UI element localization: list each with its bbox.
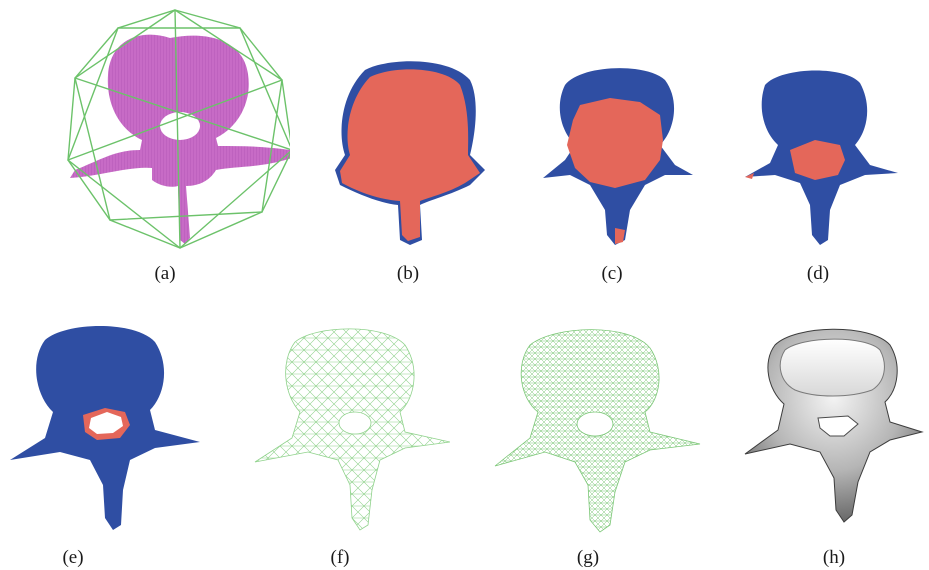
panel-d-graphic [740,65,905,250]
deformed-region-edge [745,173,754,179]
panel-f-graphic [250,320,450,535]
panel-a [40,0,290,260]
caption-f: (f) [310,548,370,568]
panel-h [740,320,925,530]
panel-f [250,320,450,535]
caption-e: (e) [43,548,103,568]
panel-e-graphic [5,320,205,535]
panel-d [740,65,905,250]
deformed-region [340,69,480,241]
panel-b [320,55,500,250]
caption-g: (g) [558,548,618,568]
vertebral-body-top [780,339,884,396]
panel-c-graphic [535,60,705,250]
panel-e [5,320,205,535]
caption-h: (h) [804,548,864,568]
panel-g [490,320,705,535]
vertebral-foramen [160,112,200,140]
caption-d: (d) [788,264,848,284]
vertebral-foramen [339,412,371,434]
panel-c [535,60,705,250]
panel-g-graphic [490,320,705,535]
caption-b: (b) [378,264,438,284]
panel-b-graphic [320,55,500,250]
caption-c: (c) [582,264,642,284]
vertebral-foramen [577,412,613,436]
caption-a: (a) [135,264,195,284]
panel-a-graphic [40,0,290,260]
panel-h-graphic [740,320,925,530]
deformed-region-tail [615,228,625,244]
